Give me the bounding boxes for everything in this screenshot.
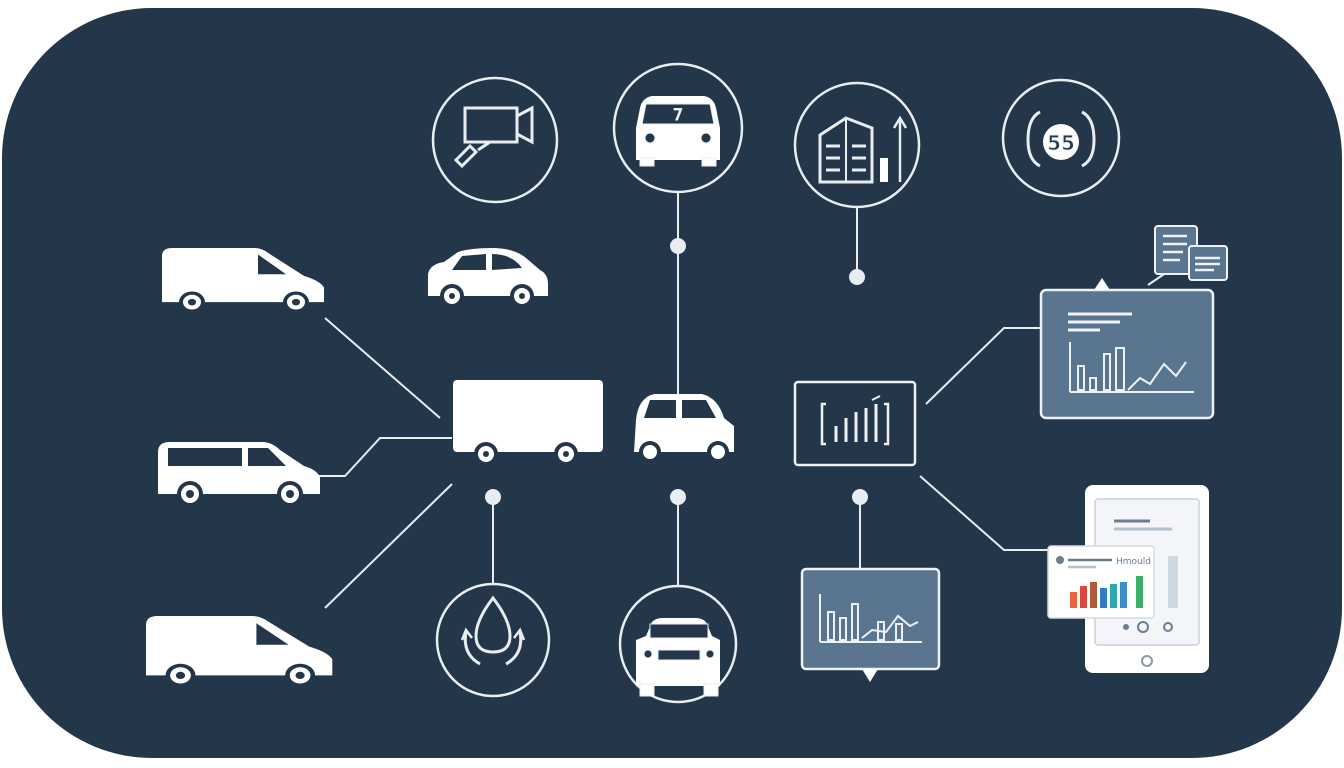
trend-chart-panel: [800, 567, 941, 682]
hatchback-car: [428, 248, 548, 308]
speed-cycle-icon: 55: [1001, 78, 1121, 198]
dashboard-panel: [1039, 278, 1215, 420]
building-growth-icon: [793, 81, 921, 209]
diagram-background: [2, 8, 1342, 758]
car-badge: 7: [673, 105, 683, 124]
analytics-frame: [793, 380, 917, 467]
tablet-device: Hmould: [1047, 485, 1209, 673]
tablet-caption: Hmould: [1116, 557, 1151, 567]
speed-badge: 55: [1047, 131, 1075, 155]
documents-icon: [1154, 225, 1228, 281]
minivan-mid-left: [158, 442, 320, 507]
tablet-bar-chart-card: Hmould: [1047, 545, 1155, 619]
center-car: [634, 394, 734, 463]
box-truck: [453, 380, 603, 466]
node-dots: [485, 238, 868, 505]
video-camera-icon: [431, 76, 559, 204]
car-front-icon: 7: [612, 62, 744, 194]
fuel-drop-icon: [435, 582, 551, 698]
suv-front-icon: [618, 584, 738, 704]
